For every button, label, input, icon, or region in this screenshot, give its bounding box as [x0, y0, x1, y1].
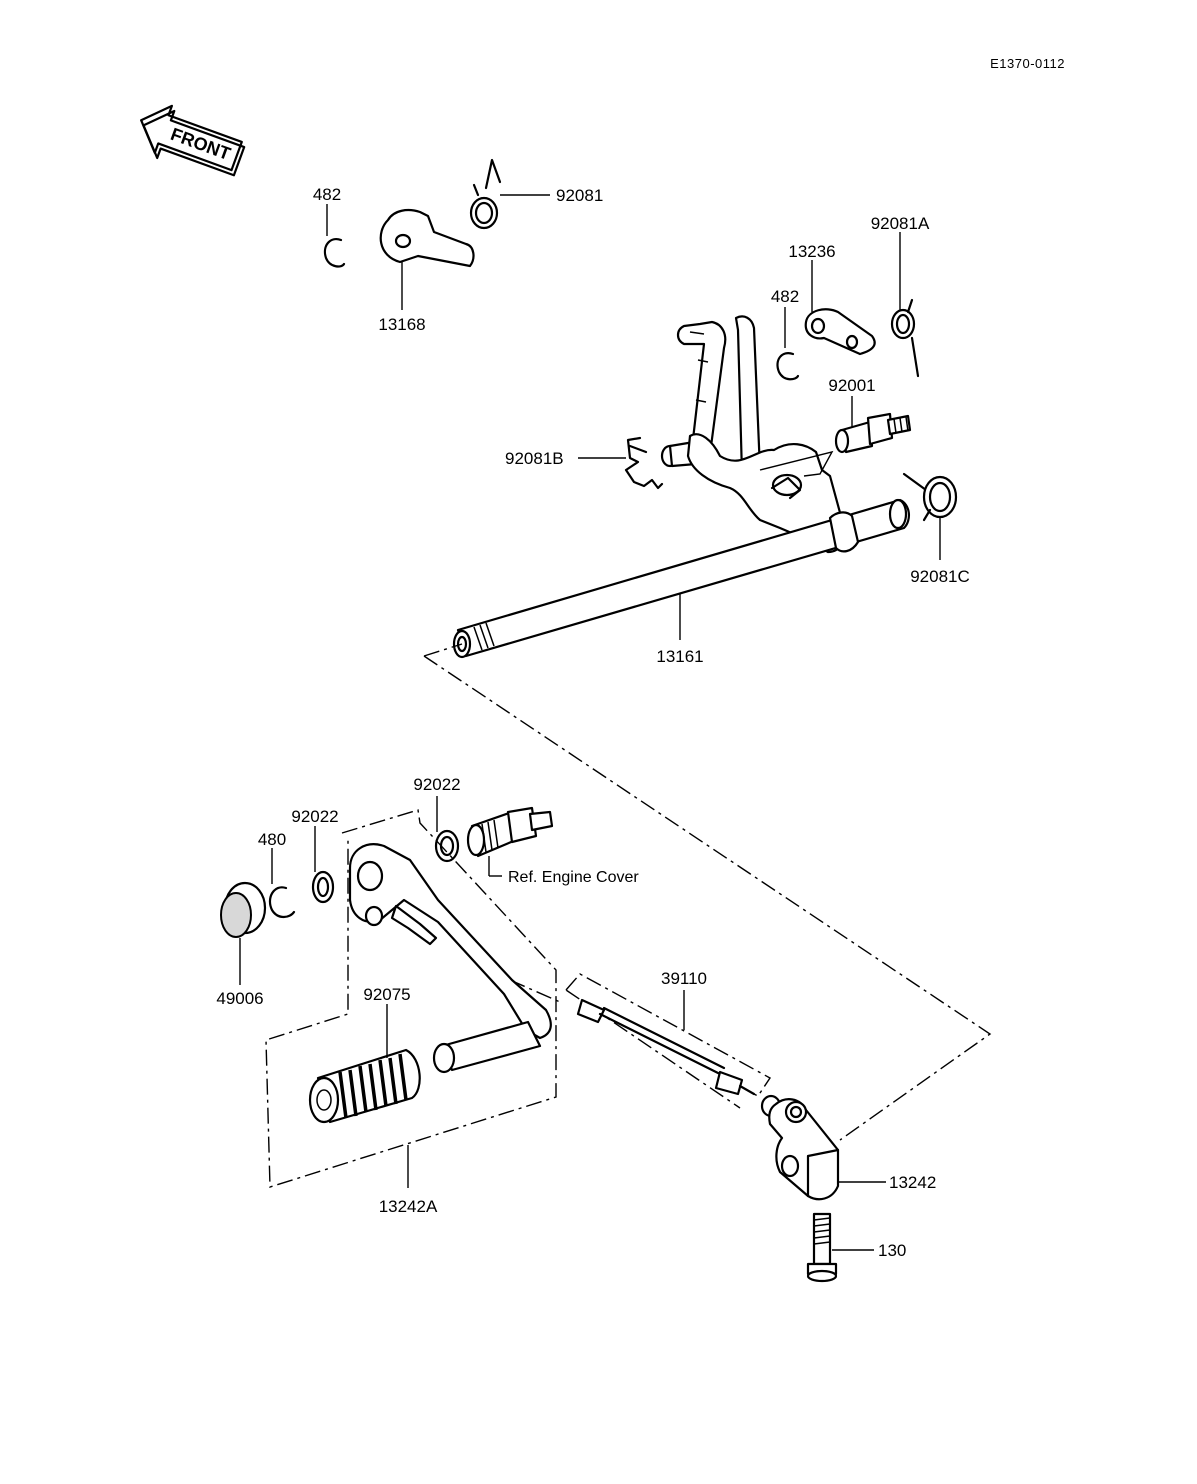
spring-92081B	[578, 436, 664, 490]
label-13168: 13168	[378, 315, 425, 334]
lever-13242	[760, 1094, 886, 1201]
stud-92001	[834, 396, 912, 454]
plate-13168	[379, 209, 475, 310]
shift-pedal	[348, 843, 552, 1074]
label-13242A: 13242A	[379, 1197, 438, 1216]
tie-rod-39110	[565, 973, 772, 1109]
circlip-482-mid	[776, 307, 800, 381]
label-482-mid: 482	[771, 287, 799, 306]
label-92022-upper: 92022	[413, 775, 460, 794]
front-arrow-icon: FRONT	[140, 104, 246, 177]
label-13161: 13161	[656, 647, 703, 666]
pivot-bolt-engine-cover	[466, 806, 554, 877]
label-92081C: 92081C	[910, 567, 970, 586]
plate-13236	[804, 260, 876, 356]
bolt-130	[806, 1212, 874, 1283]
pedal-assembly-box	[265, 809, 557, 1188]
washer-92022-upper	[434, 796, 460, 863]
shaft-13161	[452, 498, 910, 659]
label-13236: 13236	[788, 242, 835, 261]
washer-92022-lower	[311, 826, 335, 904]
circlip-482-top	[323, 204, 346, 268]
label-92001: 92001	[828, 376, 875, 395]
alignment-line	[423, 643, 992, 1141]
label-92081: 92081	[556, 186, 603, 205]
label-13242: 13242	[889, 1173, 936, 1192]
label-92081B: 92081B	[505, 449, 564, 468]
alignment-line-rod	[509, 979, 561, 1003]
label-92075: 92075	[363, 985, 410, 1004]
label-92081A: 92081A	[871, 214, 930, 233]
label-482-top: 482	[313, 185, 341, 204]
spring-92081A	[890, 232, 920, 378]
label-39110: 39110	[661, 969, 707, 988]
label-130: 130	[878, 1241, 906, 1260]
spring-92081C	[902, 472, 958, 560]
rubber-92075	[308, 1004, 421, 1124]
shift-arm-13161	[660, 315, 846, 554]
seal-49006	[220, 881, 267, 985]
circlip-480	[268, 848, 296, 919]
diagram-code: E1370-0112	[990, 56, 1065, 71]
label-480: 480	[258, 830, 286, 849]
reference-note: Ref. Engine Cover	[508, 869, 639, 886]
label-49006: 49006	[216, 989, 263, 1008]
label-92022-lower: 92022	[291, 807, 338, 826]
spring-92081	[469, 158, 550, 230]
